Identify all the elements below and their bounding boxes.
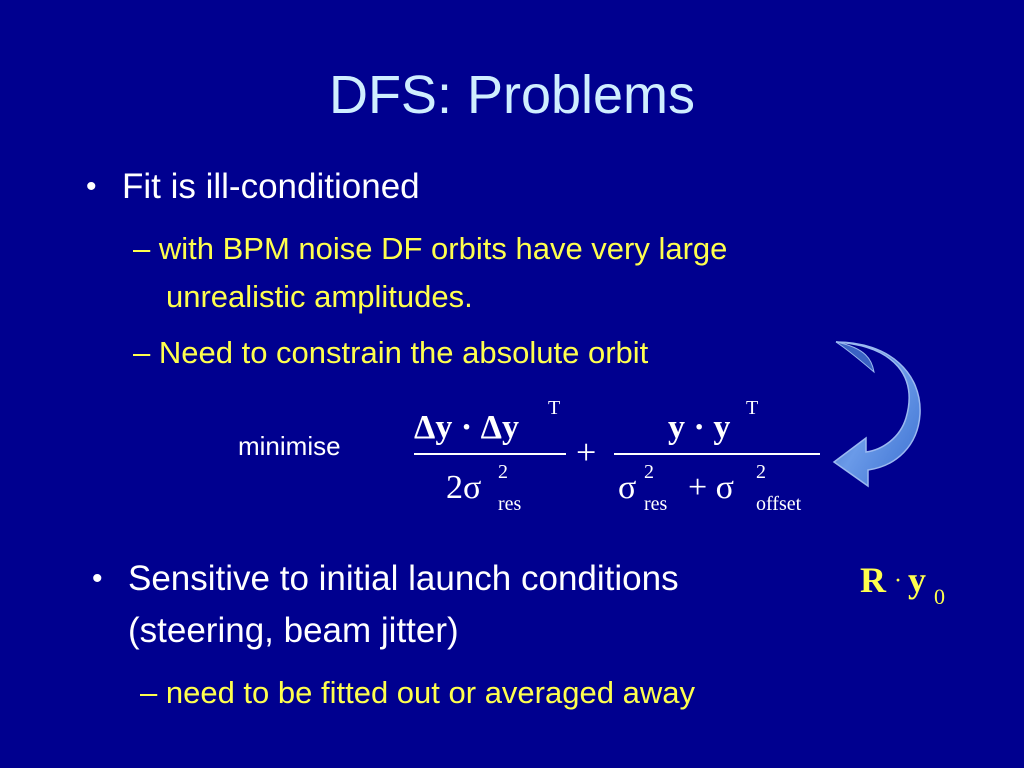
launch-formula: R · y 0 (860, 560, 945, 609)
bullet-sensitive-line2: (steering, beam jitter) (128, 611, 459, 650)
formula-sub0: 0 (934, 584, 945, 609)
formula-num1: Δy · Δy (414, 409, 519, 446)
formula-dot: · (894, 568, 902, 594)
formula-den2-b: + σ (688, 469, 734, 506)
formula-R: R (860, 560, 887, 600)
formula-num2: y · y (668, 409, 730, 446)
slide-title: DFS: Problems (328, 65, 696, 125)
bullet-dot: • (92, 562, 103, 595)
formula-y: y (908, 560, 926, 600)
sub-bullet-bpm-noise-line2: unrealistic amplitudes. (166, 279, 473, 314)
bullet-sensitive-line1: Sensitive to initial launch conditions (128, 559, 679, 598)
formula-den1-sup: 2 (498, 461, 508, 483)
dfs-formula: Δy · Δy T 2σ 2 res + y · y T σ 2 res + σ… (414, 397, 820, 515)
formula-den1: 2σ (446, 469, 481, 506)
bullet-dot: • (86, 170, 97, 203)
formula-den2-b-sup: 2 (756, 461, 766, 483)
sub-bullet-fitted-out: – need to be fitted out or averaged away (140, 675, 695, 710)
formula-den1-sub: res (498, 493, 522, 515)
formula-den2-a-sub: res (644, 493, 668, 515)
formula-num1-sup: T (548, 397, 560, 419)
formula-num2-sup: T (746, 397, 758, 419)
curved-arrow-icon (832, 341, 921, 488)
sub-bullet-constrain-orbit: – Need to constrain the absolute orbit (133, 335, 649, 370)
formula-label: minimise (238, 431, 341, 461)
formula-plus: + (576, 432, 596, 472)
bullet-ill-conditioned: Fit is ill-conditioned (122, 167, 420, 206)
sub-bullet-bpm-noise-line1: – with BPM noise DF orbits have very lar… (133, 231, 728, 266)
formula-den2-b-sub: offset (756, 493, 802, 515)
formula-den2-a: σ (618, 469, 636, 506)
formula-den2-a-sup: 2 (644, 461, 654, 483)
